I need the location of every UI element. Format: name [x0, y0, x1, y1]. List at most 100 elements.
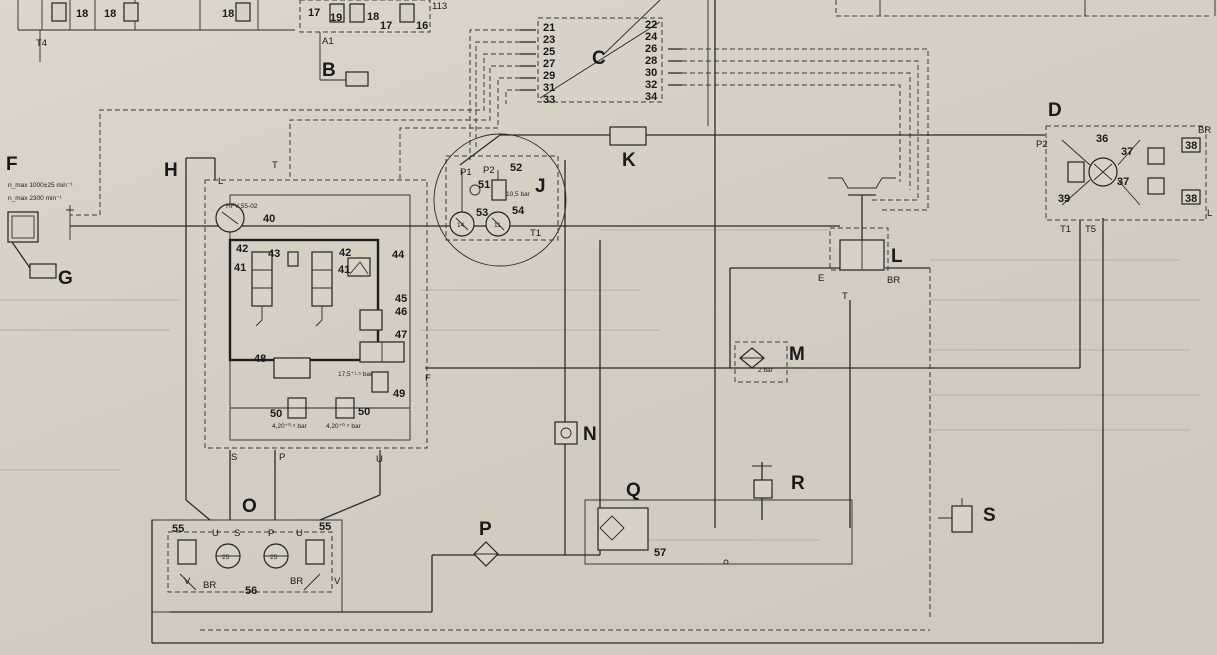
- num-38a: 38: [1185, 140, 1197, 152]
- c-port-34: 34: [645, 91, 658, 103]
- c-port-32: 32: [645, 79, 657, 91]
- pump-p-size: 25: [270, 554, 278, 561]
- letter-p: P: [479, 519, 492, 540]
- port-t-h: T: [272, 160, 278, 171]
- background-bleed-through: [0, 229, 1200, 541]
- c-port-26: 26: [645, 43, 657, 55]
- num-45: 45: [395, 293, 407, 305]
- port-p-h: P: [279, 452, 285, 463]
- num-55a: 55: [172, 523, 184, 535]
- port-e: E: [818, 273, 824, 284]
- valve-s: [938, 498, 973, 533]
- port-br-d: BR: [1198, 125, 1211, 136]
- num-47: 47: [395, 329, 407, 341]
- port-v-o2: V: [334, 576, 341, 587]
- block-h-valve-group: [204, 179, 428, 449]
- c-port-31: 31: [543, 82, 555, 94]
- num-top-18b: 18: [104, 8, 116, 20]
- component-numbers: 18 18 18 17 19 18 17 16 113 40 42 43 42 …: [76, 1, 1197, 597]
- num-36: 36: [1096, 133, 1108, 145]
- port-br-o1: BR: [203, 580, 216, 591]
- num-38b: 38: [1185, 193, 1197, 205]
- letter-r: R: [791, 473, 805, 494]
- letter-c: C: [592, 48, 606, 69]
- num-44: 44: [392, 249, 405, 261]
- num-51: 51: [478, 179, 490, 191]
- num-top-19: 19: [330, 12, 342, 24]
- port-f: F: [425, 373, 431, 384]
- num-53: 53: [476, 207, 488, 219]
- letter-m: M: [789, 344, 805, 365]
- motor-speed-2: n_max 2300 min⁻¹: [8, 195, 62, 202]
- port-l-h: L: [218, 176, 223, 187]
- filter-m: [734, 341, 788, 383]
- block-o-twin-pump: [151, 519, 343, 613]
- port-labels: T4 A1 L T P1 P2 T1 P2 T1 T5 BR L E BR T …: [36, 36, 1212, 591]
- num-43: 43: [268, 248, 280, 260]
- num-top-18a: 18: [76, 8, 88, 20]
- letter-b: B: [322, 60, 336, 81]
- letter-s: S: [983, 505, 996, 526]
- c-port-28: 28: [645, 55, 657, 67]
- num-46: 46: [395, 306, 407, 318]
- num-top-18c: 18: [222, 8, 234, 20]
- valve-r: [752, 462, 773, 520]
- letter-d: D: [1048, 100, 1062, 121]
- num-top-17b: 17: [380, 20, 392, 32]
- filter-p: [473, 541, 499, 567]
- c-port-22: 22: [645, 19, 657, 31]
- block-q: [584, 499, 853, 565]
- port-p2: P2: [483, 165, 495, 176]
- num-42a: 42: [236, 243, 248, 255]
- block-d: [1045, 125, 1207, 221]
- port-br-o2: BR: [290, 576, 303, 587]
- port-v-o1: V: [184, 576, 191, 587]
- pump-s-size: 25: [222, 554, 230, 561]
- port-s-h: S: [231, 452, 237, 463]
- pump-model-text: HFV 55-02: [226, 203, 258, 210]
- c-port-25: 25: [543, 46, 555, 58]
- num-49: 49: [393, 388, 405, 400]
- num-39: 39: [1058, 193, 1070, 205]
- num-48: 48: [254, 353, 266, 365]
- pump-53-size: 14: [457, 222, 465, 229]
- port-t4: T4: [36, 38, 47, 49]
- num-top-16: 16: [416, 20, 428, 32]
- num-37b: 37: [1117, 176, 1129, 188]
- top-strip-components: [17, 0, 1216, 126]
- c-port-21: 21: [543, 22, 555, 34]
- num-top-113: 113: [432, 1, 447, 12]
- port-a1: A1: [322, 36, 334, 47]
- valve-n: [554, 421, 578, 445]
- letter-k: K: [622, 150, 636, 171]
- motor-f: [7, 205, 74, 279]
- c-port-30: 30: [645, 67, 657, 79]
- port-l-d: L: [1207, 208, 1212, 219]
- port-p-o: P: [268, 528, 274, 539]
- num-41b: 41: [338, 264, 350, 276]
- c-port-33: 33: [543, 94, 555, 106]
- num-40: 40: [263, 213, 275, 225]
- valve-l: [828, 177, 896, 271]
- port-p2-d: P2: [1036, 139, 1048, 150]
- c-port-29: 29: [543, 70, 555, 82]
- num-56: 56: [245, 585, 257, 597]
- pump-54-size: 11: [494, 222, 501, 229]
- c-port-23: 23: [543, 34, 555, 46]
- motor-speed-1: n_max 1000±25 min⁻¹: [8, 182, 73, 189]
- port-t1-j: T1: [530, 228, 541, 239]
- block-j-circle: [433, 133, 567, 267]
- letter-f: F: [6, 154, 18, 175]
- port-u-h: U: [376, 454, 383, 465]
- letter-j: J: [535, 176, 546, 197]
- letter-g: G: [58, 268, 73, 289]
- c-port-24: 24: [645, 31, 658, 43]
- num-42b: 42: [339, 247, 351, 259]
- num-50b: 50: [358, 406, 370, 418]
- num-57: 57: [654, 547, 666, 559]
- num-55b: 55: [319, 521, 331, 533]
- block-c-connector: [70, 17, 929, 216]
- port-u-o2: U: [296, 528, 303, 539]
